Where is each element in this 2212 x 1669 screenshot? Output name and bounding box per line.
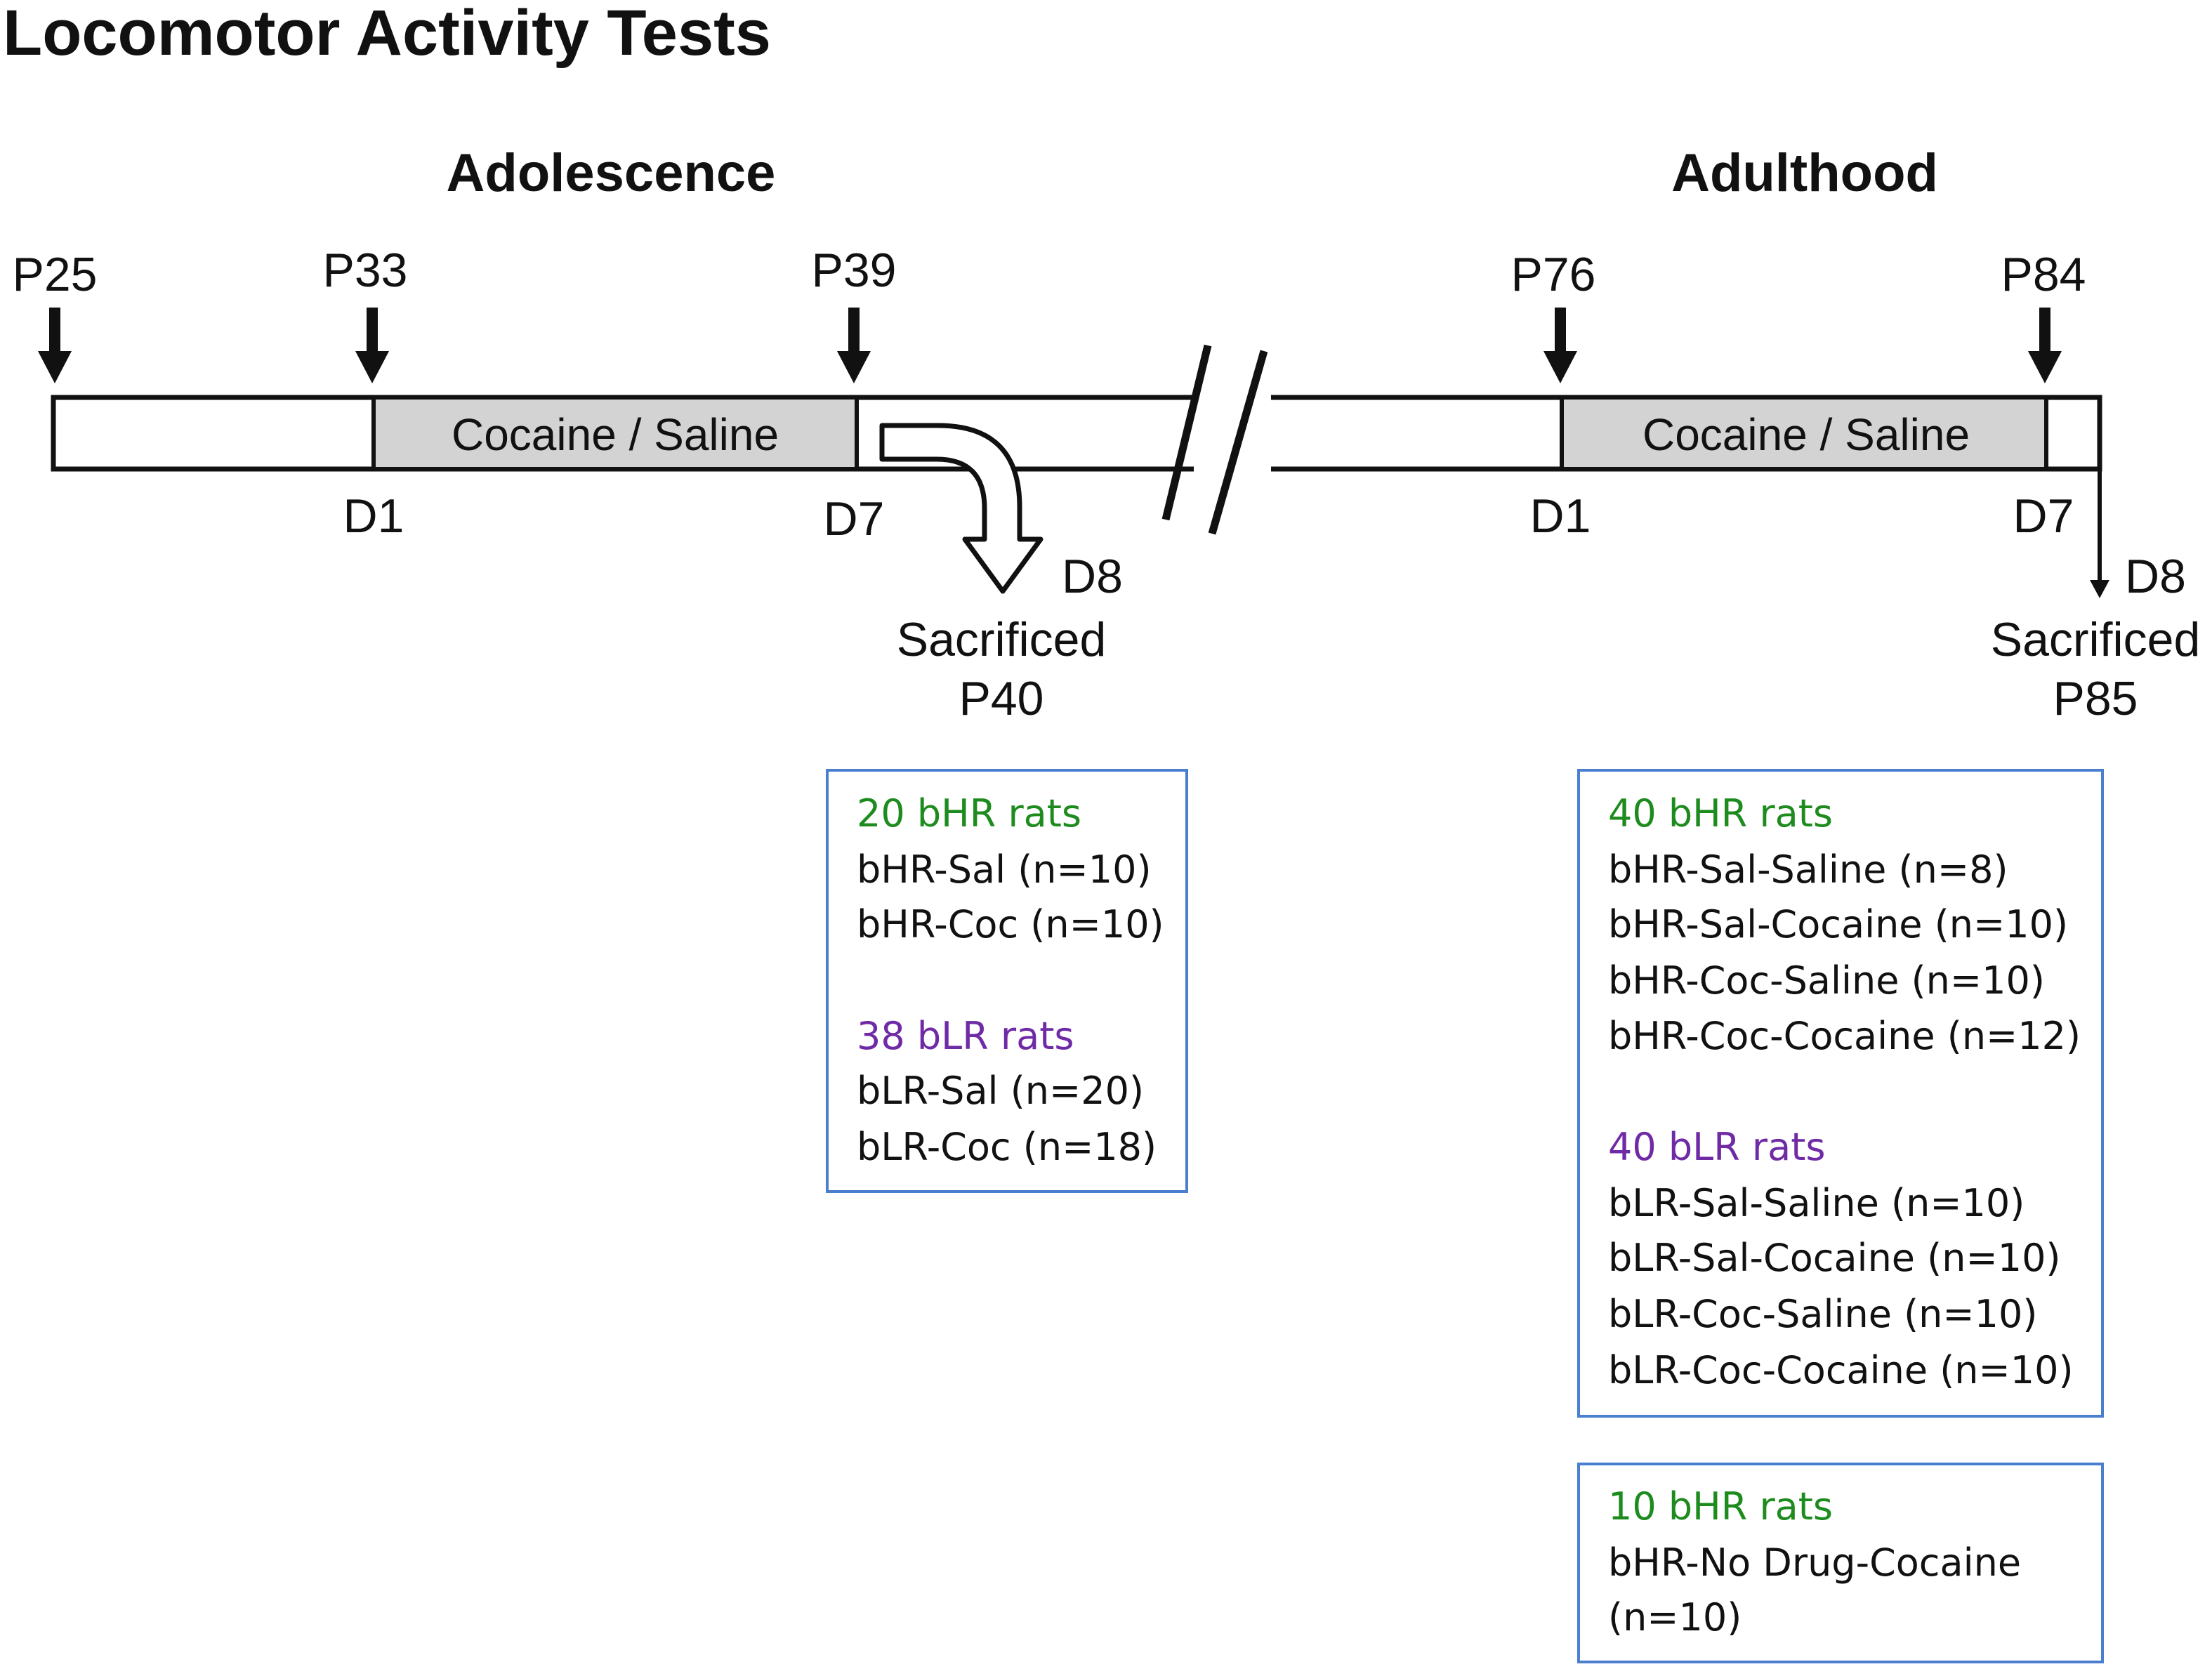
sacrifice-arrow-adulthood-icon bbox=[2090, 469, 2109, 598]
timeline-break-icon bbox=[1161, 344, 1268, 535]
treatment-label-adolescence: Cocaine / Saline bbox=[452, 409, 779, 460]
timepoint-p84: P84 bbox=[2001, 248, 2086, 301]
timepoint-p25: P25 bbox=[13, 248, 98, 301]
treatment-label-adulthood: Cocaine / Saline bbox=[1642, 409, 1970, 460]
group-title-bhr-adolescence: 20 bHR rats bbox=[857, 791, 1081, 836]
timeline-bar-adolescence bbox=[51, 395, 1253, 472]
sacrifice-age-adolescence: P40 bbox=[959, 672, 1044, 725]
group-item: (n=10) bbox=[1608, 1595, 1742, 1640]
group-item: bHR-Coc (n=10) bbox=[857, 902, 1164, 946]
group-box-adulthood: 40 bHR rats bHR-Sal-Saline (n=8) bHR-Sal… bbox=[1577, 769, 2104, 1418]
arrow-p84-icon bbox=[2028, 308, 2062, 383]
day-label-adol-d1: D1 bbox=[343, 489, 404, 543]
group-item: bLR-Coc-Cocaine (n=10) bbox=[1608, 1348, 2074, 1392]
group-item: bHR-No Drug-Cocaine bbox=[1608, 1541, 2021, 1585]
diagram-title: Locomotor Activity Tests bbox=[3, 0, 771, 69]
group-title-blr-adolescence: 38 bLR rats bbox=[857, 1014, 1074, 1058]
group-item: bLR-Coc (n=18) bbox=[857, 1125, 1157, 1169]
group-box-adolescence: 20 bHR rats bHR-Sal (n=10) bHR-Coc (n=10… bbox=[826, 769, 1188, 1193]
treatment-period-adolescence bbox=[374, 400, 857, 467]
group-item: bHR-Sal-Cocaine (n=10) bbox=[1608, 902, 2068, 946]
day-label-adol-d8: D8 bbox=[1062, 550, 1123, 603]
group-item: bLR-Sal-Cocaine (n=10) bbox=[1608, 1236, 2061, 1280]
arrow-p39-icon bbox=[837, 308, 871, 383]
phase-adolescence: Adolescence bbox=[447, 143, 776, 203]
group-item: bHR-Sal-Saline (n=8) bbox=[1608, 847, 2008, 892]
phase-adulthood: Adulthood bbox=[1671, 143, 1938, 203]
timepoint-p33: P33 bbox=[323, 244, 408, 297]
treatment-period-adulthood bbox=[1562, 400, 2046, 467]
sacrifice-label-adulthood: Sacrificed bbox=[1991, 613, 2201, 666]
day-label-adol-d7: D7 bbox=[824, 492, 885, 546]
day-label-adult-d8: D8 bbox=[2125, 550, 2186, 603]
group-item: bHR-Sal (n=10) bbox=[857, 847, 1152, 892]
day-label-adult-d1: D1 bbox=[1530, 489, 1591, 543]
group-item: bLR-Sal (n=20) bbox=[857, 1069, 1144, 1113]
sacrifice-arrow-adolescence-icon bbox=[879, 423, 1044, 594]
day-label-adult-d7: D7 bbox=[2013, 489, 2074, 543]
timepoint-p76: P76 bbox=[1511, 248, 1596, 301]
group-item: bLR-Coc-Saline (n=10) bbox=[1608, 1292, 2037, 1336]
arrow-p33-icon bbox=[355, 308, 389, 383]
group-title-bhr-adulthood: 40 bHR rats bbox=[1608, 791, 1833, 836]
group-item: bLR-Sal-Saline (n=10) bbox=[1608, 1181, 2025, 1225]
timepoint-arrows bbox=[38, 308, 2062, 383]
sacrifice-label-adolescence: Sacrificed bbox=[897, 613, 1107, 666]
timepoint-p39: P39 bbox=[812, 244, 897, 297]
group-title-bhr-nodrug: 10 bHR rats bbox=[1608, 1484, 1833, 1529]
group-item: bHR-Coc-Saline (n=10) bbox=[1608, 958, 2045, 1003]
group-item: bHR-Coc-Cocaine (n=12) bbox=[1608, 1014, 2081, 1058]
arrow-p76-icon bbox=[1543, 308, 1577, 383]
sacrifice-age-adulthood: P85 bbox=[2053, 672, 2138, 725]
group-box-nodrug: 10 bHR rats bHR-No Drug-Cocaine (n=10) bbox=[1577, 1463, 2104, 1663]
arrow-p25-icon bbox=[38, 308, 72, 383]
group-title-blr-adulthood: 40 bLR rats bbox=[1608, 1125, 1826, 1169]
